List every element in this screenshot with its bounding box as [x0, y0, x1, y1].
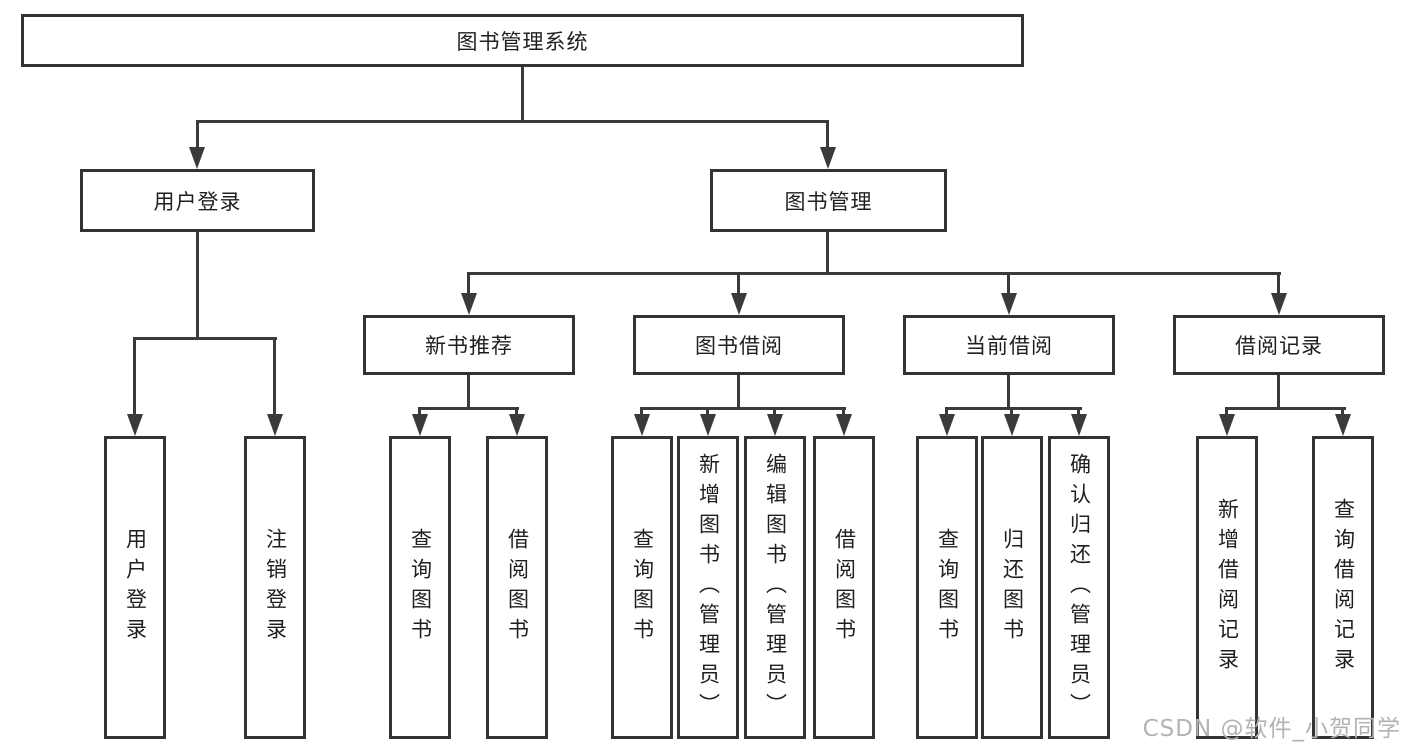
node-leaf-edit-books-admin: 编辑图书（管理员） — [744, 436, 806, 739]
connector-book-borrowing-stem — [737, 375, 740, 410]
node-leaf-query-borrow-record-label: 查询借阅记录 — [1331, 497, 1356, 678]
node-book-management: 图书管理 — [710, 169, 947, 232]
connector-user-login-bus — [133, 337, 277, 340]
node-user-login-label: 用户登录 — [153, 189, 242, 214]
arrowhead-leaf-user-login-icon — [127, 414, 143, 436]
arrowhead-borrowing-records-icon — [1271, 293, 1287, 315]
arrowhead-query-books-1-icon — [412, 414, 428, 436]
node-root-label: 图书管理系统 — [456, 29, 589, 54]
node-leaf-confirm-return-admin-label: 确认归还（管理员） — [1067, 452, 1092, 723]
node-leaf-query-books-2: 查询图书 — [611, 436, 673, 739]
node-leaf-borrow-books-1: 借阅图书 — [486, 436, 548, 739]
connector-drop-borrow-books-2 — [842, 407, 845, 419]
node-root: 图书管理系统 — [21, 14, 1024, 67]
connector-drop-query-books-3 — [945, 407, 948, 419]
arrowhead-book-management-icon — [820, 147, 836, 169]
node-current-borrowing: 当前借阅 — [903, 315, 1115, 375]
node-leaf-user-login: 用户登录 — [104, 436, 166, 739]
connector-drop-query-record — [1341, 407, 1344, 419]
connector-new-book-stem — [467, 375, 470, 410]
connector-drop-confirm-return — [1077, 407, 1080, 419]
connector-drop-add-record — [1225, 407, 1228, 419]
node-book-management-label: 图书管理 — [784, 189, 873, 214]
arrowhead-book-borrowing-icon — [731, 293, 747, 315]
node-leaf-query-books-1: 查询图书 — [389, 436, 451, 739]
node-leaf-add-books-admin-label: 新增图书（管理员） — [696, 452, 721, 723]
connector-root-stem — [521, 67, 524, 123]
connector-level3-bus — [467, 272, 1281, 275]
watermark: CSDN @软件_小贺同学 — [1142, 716, 1401, 742]
arrowhead-query-books-2-icon — [634, 414, 650, 436]
connector-drop-add-books — [706, 407, 709, 419]
arrowhead-return-books-icon — [1004, 414, 1020, 436]
node-leaf-edit-books-admin-label: 编辑图书（管理员） — [763, 452, 788, 723]
node-leaf-query-books-1-label: 查询图书 — [408, 527, 433, 648]
arrowhead-edit-books-icon — [767, 414, 783, 436]
connector-new-book-bus — [418, 407, 519, 410]
connector-drop-query-books-1 — [418, 407, 421, 419]
node-leaf-query-borrow-record: 查询借阅记录 — [1312, 436, 1374, 739]
node-leaf-logout-label: 注销登录 — [263, 527, 288, 648]
arrowhead-current-borrowing-icon — [1001, 293, 1017, 315]
node-leaf-query-books-3: 查询图书 — [916, 436, 978, 739]
connector-drop-return-books — [1010, 407, 1013, 419]
arrowhead-borrow-books-2-icon — [836, 414, 852, 436]
arrowhead-borrow-books-1-icon — [509, 414, 525, 436]
node-leaf-logout: 注销登录 — [244, 436, 306, 739]
connector-drop-book-management — [826, 120, 829, 150]
arrowhead-add-books-icon — [700, 414, 716, 436]
connector-drop-user-login — [196, 120, 199, 150]
connector-book-borrowing-bus — [640, 407, 846, 410]
arrowhead-add-record-icon — [1219, 414, 1235, 436]
node-book-borrowing-label: 图书借阅 — [695, 334, 783, 358]
connector-drop-query-books-2 — [640, 407, 643, 419]
connector-current-borrowing-stem — [1007, 375, 1010, 410]
node-leaf-add-borrow-record: 新增借阅记录 — [1196, 436, 1258, 739]
node-current-borrowing-label: 当前借阅 — [965, 334, 1053, 358]
node-user-login: 用户登录 — [80, 169, 315, 232]
node-leaf-add-borrow-record-label: 新增借阅记录 — [1215, 497, 1240, 678]
connector-drop-book-borrowing — [737, 272, 740, 298]
arrowhead-new-book-icon — [461, 293, 477, 315]
node-leaf-query-books-3-label: 查询图书 — [935, 527, 960, 648]
node-new-book-recommend: 新书推荐 — [363, 315, 575, 375]
node-leaf-borrow-books-2-label: 借阅图书 — [832, 527, 857, 648]
node-book-borrowing: 图书借阅 — [633, 315, 845, 375]
node-leaf-borrow-books-1-label: 借阅图书 — [505, 527, 530, 648]
node-leaf-query-books-2-label: 查询图书 — [630, 527, 655, 648]
node-borrowing-records-label: 借阅记录 — [1235, 334, 1323, 358]
connector-drop-current-borrowing — [1007, 272, 1010, 298]
connector-drop-borrow-books-1 — [515, 407, 518, 419]
arrowhead-leaf-logout-icon — [267, 414, 283, 436]
connector-level2-bus — [196, 120, 829, 123]
arrowhead-user-login-icon — [189, 147, 205, 169]
node-leaf-add-books-admin: 新增图书（管理员） — [677, 436, 739, 739]
arrowhead-query-record-icon — [1335, 414, 1351, 436]
node-borrowing-records: 借阅记录 — [1173, 315, 1385, 375]
node-leaf-user-login-label: 用户登录 — [123, 527, 148, 648]
connector-drop-borrowing-records — [1277, 272, 1280, 298]
node-leaf-return-books-label: 归还图书 — [1000, 527, 1025, 648]
node-leaf-confirm-return-admin: 确认归还（管理员） — [1048, 436, 1110, 739]
connector-borrowing-records-stem — [1277, 375, 1280, 410]
node-leaf-return-books: 归还图书 — [981, 436, 1043, 739]
connector-borrowing-records-bus — [1225, 407, 1346, 410]
connector-book-management-stem — [826, 232, 829, 275]
arrowhead-confirm-return-icon — [1071, 414, 1087, 436]
connector-drop-leaf-user-login — [133, 337, 136, 417]
connector-current-borrowing-bus — [945, 407, 1082, 410]
connector-user-login-stem — [196, 232, 199, 340]
arrowhead-query-books-3-icon — [939, 414, 955, 436]
connector-drop-leaf-logout — [273, 337, 276, 417]
node-new-book-recommend-label: 新书推荐 — [425, 334, 513, 358]
node-leaf-borrow-books-2: 借阅图书 — [813, 436, 875, 739]
connector-drop-new-book — [467, 272, 470, 298]
connector-drop-edit-books — [773, 407, 776, 419]
